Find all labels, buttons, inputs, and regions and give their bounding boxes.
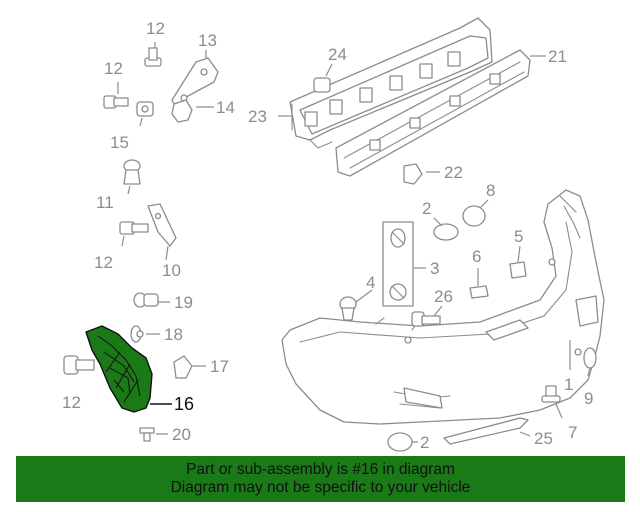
push-pin-part-20 [139,427,155,442]
callout-labels: 12 13 12 24 21 14 23 15 22 11 2 8 5 12 1… [62,19,593,452]
callout-23: 23 [248,107,267,126]
clip-part-19 [133,292,159,308]
bolt-part-12-left [103,95,129,109]
bolt-part-12-top [144,47,162,67]
callout-11: 11 [96,193,114,212]
callout-19: 19 [174,293,193,312]
callout-20: 20 [172,425,191,444]
grommet-part-18 [130,325,144,343]
grommet-part-4 [339,296,357,321]
part-info-banner: Part or sub-assembly is #16 in diagram D… [16,456,625,502]
banner-line-disclaimer: Diagram may not be specific to your vehi… [170,479,471,496]
cap-part-8 [462,205,486,227]
nut-part-24 [313,77,331,93]
callout-16-highlighted: 16 [174,394,194,414]
callout-9: 9 [584,389,593,408]
callout-22: 22 [444,163,463,182]
callout-24: 24 [328,45,347,64]
bracket-part-10 [147,203,177,247]
callout-10: 10 [162,261,181,280]
exploded-parts-diagram: 12 13 12 24 21 14 23 15 22 11 2 8 5 12 1… [62,17,605,452]
callout-12-left: 12 [104,59,123,78]
callout-1: 1 [564,375,573,394]
callout-7: 7 [568,423,577,442]
callout-13: 13 [198,31,217,50]
callout-17: 17 [210,357,229,376]
callout-15: 15 [110,133,129,152]
bumper-reinforcement-part-23 [289,17,493,149]
callout-26: 26 [434,287,453,306]
banner-line-part: Part or sub-assembly is #16 in diagram [186,461,455,478]
pad-part-6 [469,285,489,299]
callout-12-top: 12 [146,19,165,38]
center-bracket-part-3 [382,221,414,307]
clip-part-22 [403,163,423,185]
bumper-cover-part-1 [281,189,605,425]
bolt-part-12-bottom [63,355,95,375]
callout-2-bottom: 2 [420,433,429,452]
nut-part-15 [136,101,154,117]
bracket-part-13 [171,57,219,109]
callout-25: 25 [534,429,553,448]
callout-6: 6 [472,247,481,266]
callout-12-middle: 12 [94,253,113,272]
clip-part-5 [509,261,527,279]
side-bracket-part-16-highlight [85,325,153,413]
leader-lines [117,42,591,443]
cap-part-2-bottom [387,432,413,452]
callout-21: 21 [548,47,567,66]
callout-14: 14 [216,98,235,117]
callout-8: 8 [486,181,495,200]
energy-absorber-part-21 [335,49,531,177]
clip-part-17 [173,355,193,379]
callout-2-top: 2 [422,199,431,218]
bolt-part-26 [411,311,441,327]
callout-5: 5 [514,227,523,246]
clip-part-9 [583,347,597,369]
bolt-part-12-middle [119,221,149,235]
callout-3: 3 [430,259,439,278]
cap-part-2-top [433,223,459,241]
grommet-part-11 [123,159,141,185]
callout-12-bottom: 12 [62,393,81,412]
screw-part-7 [541,385,561,403]
callout-4: 4 [366,273,375,292]
clip-part-14 [171,99,193,123]
reflector-part-25 [443,417,529,445]
callout-18: 18 [164,325,183,344]
